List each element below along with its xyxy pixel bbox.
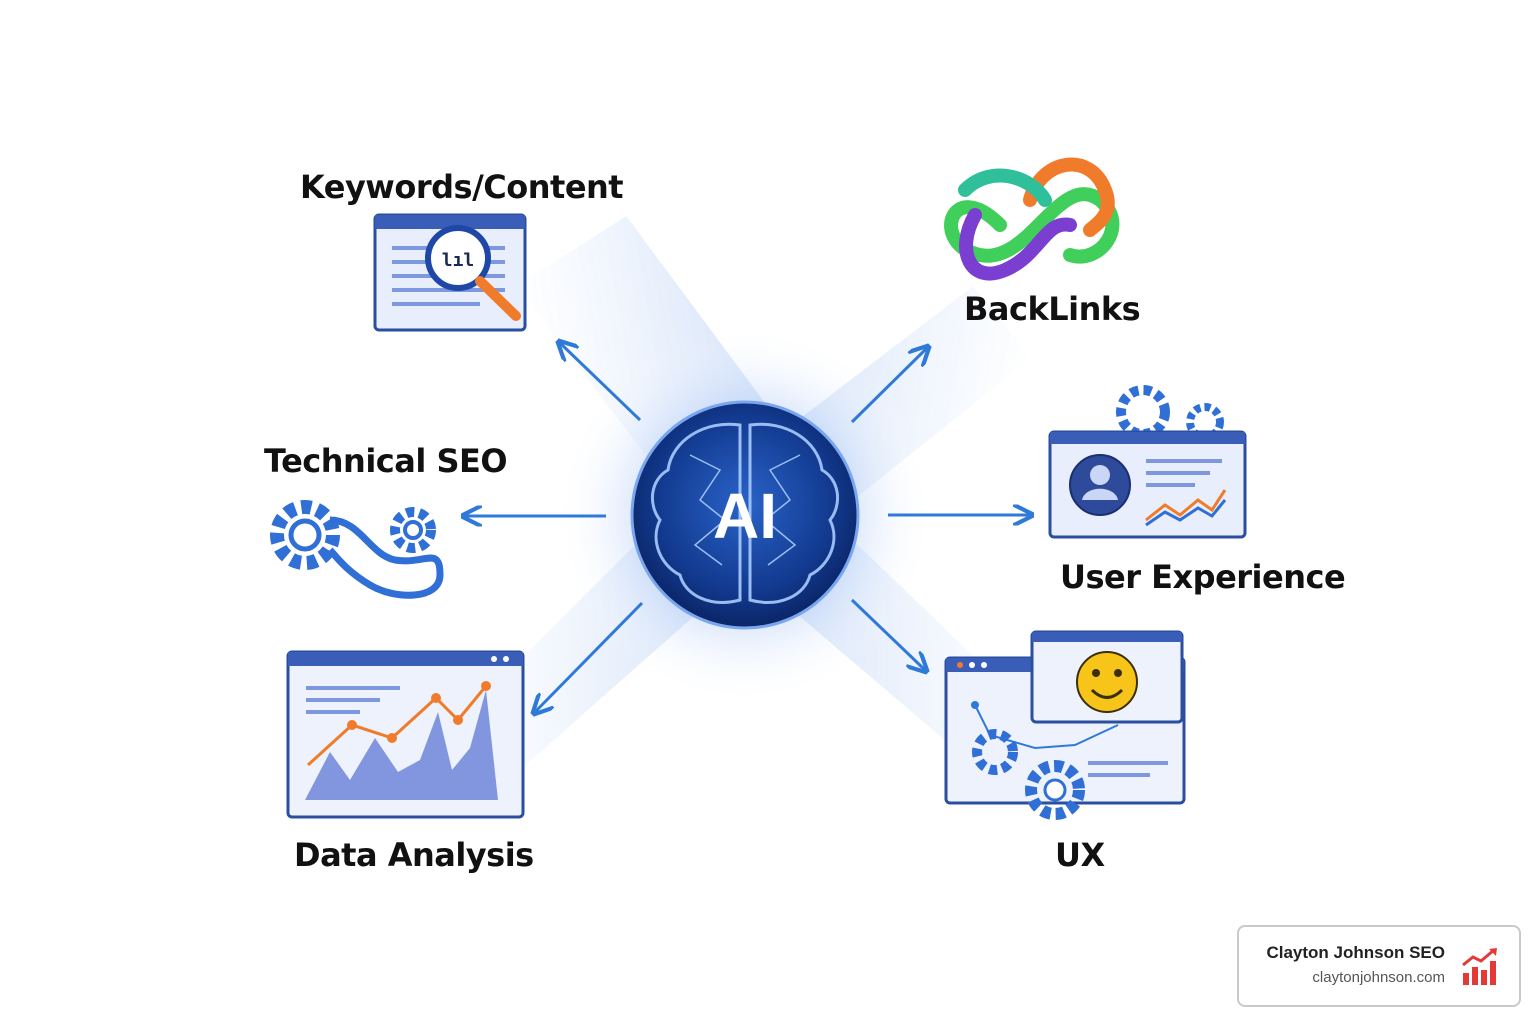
backlinks-label: BackLinks	[964, 290, 1141, 328]
gears-icon	[270, 500, 444, 599]
bar-chart-up-icon	[1462, 948, 1497, 985]
arrow-ux	[850, 598, 925, 670]
search-document-icon: lıl	[373, 213, 527, 332]
connector-arrows	[465, 343, 1030, 712]
keywords-content-label: Keywords/Content	[300, 168, 624, 206]
ai-brain-node: AI	[630, 400, 860, 630]
brand-name: Clayton Johnson SEO	[1266, 943, 1445, 962]
svg-text:lıl: lıl	[442, 250, 475, 271]
smiley-window-icon	[944, 630, 1186, 820]
arrow-data	[535, 601, 644, 712]
ai-label: AI	[713, 480, 777, 552]
arrow-keywords	[560, 343, 642, 422]
technical-seo-label: Technical SEO	[264, 442, 508, 480]
chart-window-icon	[286, 650, 525, 819]
ux-label: UX	[1055, 836, 1105, 874]
link-loop-icon	[944, 157, 1120, 281]
data-analysis-label: Data Analysis	[294, 836, 534, 874]
user-profile-icon	[1048, 385, 1247, 539]
user-experience-label: User Experience	[1060, 558, 1346, 596]
arrow-backlinks	[850, 348, 927, 424]
brand-url[interactable]: claytonjohnson.com	[1312, 969, 1445, 986]
brain-icon	[650, 422, 840, 604]
brand-badge[interactable]: Clayton Johnson SEO claytonjohnson.com	[1237, 925, 1521, 1007]
